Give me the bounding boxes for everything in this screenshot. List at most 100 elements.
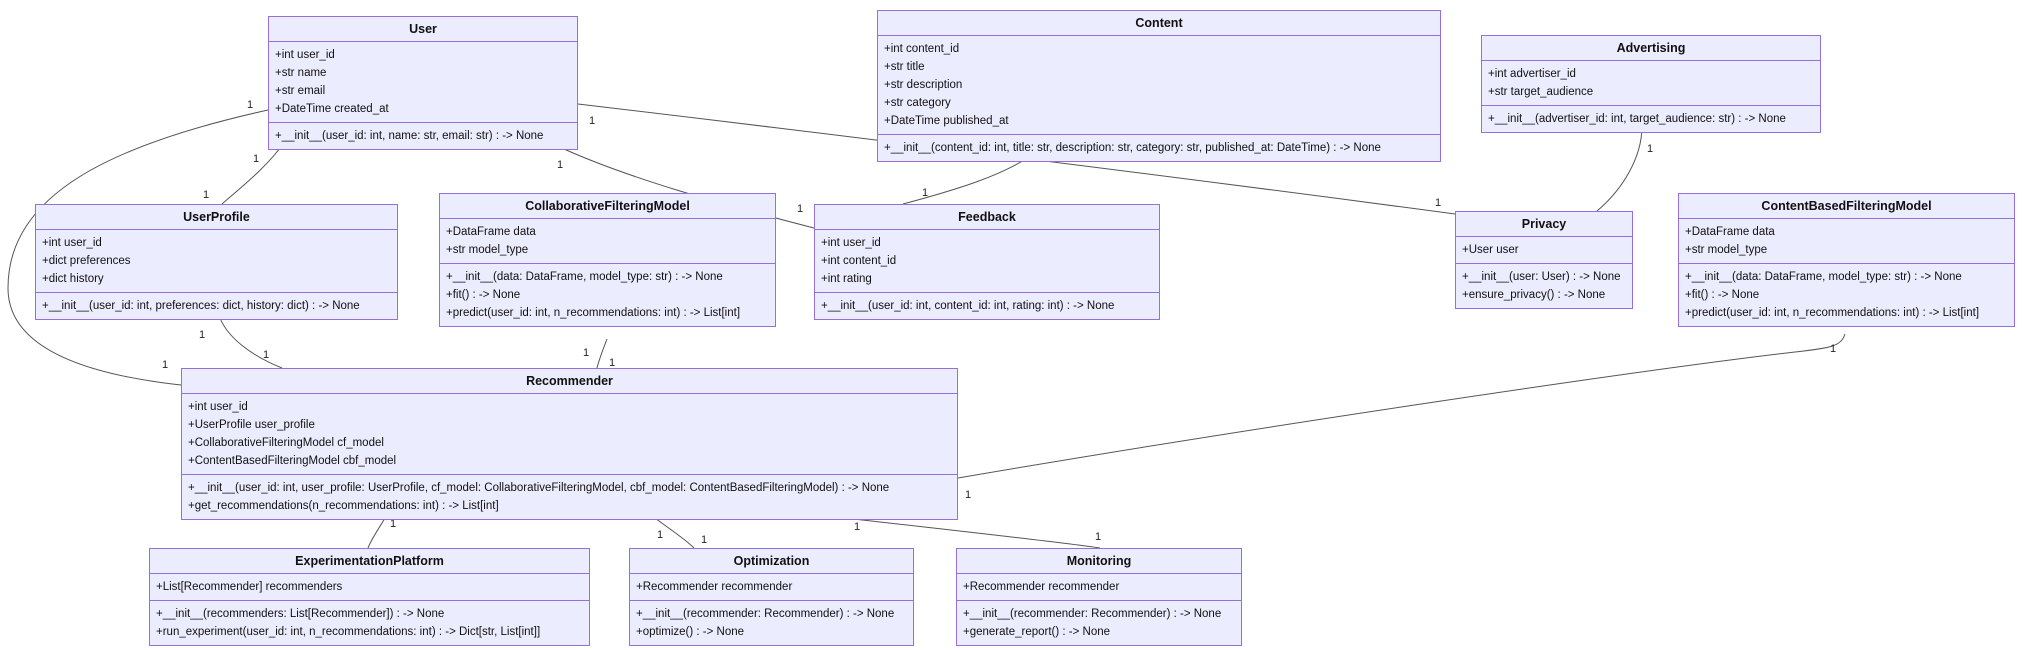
member-row: +get_recommendations(n_recommendations: … — [188, 500, 499, 512]
member-row: +predict(user_id: int, n_recommendations… — [1685, 307, 1980, 319]
class-box-collaborativefilteringmodel: CollaborativeFilteringModel +DataFrame d… — [439, 193, 776, 327]
edge-userprofile-recommender — [219, 317, 283, 369]
class-attributes: +DataFrame data+str model_type — [440, 219, 775, 264]
class-attributes: +int user_id+str name+str email+DateTime… — [269, 42, 577, 123]
class-title: ExperimentationPlatform — [150, 549, 589, 574]
member-row: +str email — [275, 85, 326, 97]
class-title: Privacy — [1456, 212, 1632, 237]
class-box-recommender: Recommender +int user_id +UserProfile use… — [181, 368, 958, 520]
class-box-feedback: Feedback +int user_id+int content_id+int… — [814, 204, 1160, 320]
class-attributes: +Recommender recommender — [630, 574, 913, 601]
member-row: +ensure_privacy() : -> None — [1462, 289, 1606, 301]
member-row: +__init__(advertiser_id: int, target_aud… — [1488, 113, 1786, 125]
member-row: +str model_type — [446, 244, 529, 256]
member-row: +int content_id — [884, 43, 960, 55]
member-row: +List[Recommender] recommenders — [156, 581, 343, 593]
edge-user-feedback — [552, 143, 815, 229]
class-attributes: +int user_id+int content_id+int rating — [815, 230, 1159, 293]
member-row: +__init__(user_id: int, content_id: int,… — [821, 300, 1115, 312]
member-row: +int user_id — [42, 237, 102, 249]
multiplicity-label: 1 — [1095, 531, 1101, 543]
class-title: Monitoring — [957, 549, 1241, 574]
class-box-contentbasedfilteringmodel: ContentBasedFilteringModel +DataFrame da… — [1678, 193, 2015, 327]
multiplicity-label: 1 — [1647, 143, 1653, 155]
multiplicity-label: 1 — [701, 534, 707, 546]
member-row: +Recommender recommender — [636, 581, 793, 593]
class-methods: +__init__(recommender: Recommender) : ->… — [630, 601, 913, 645]
member-row: +int advertiser_id — [1488, 68, 1576, 80]
class-methods: +__init__(recommender: Recommender) : ->… — [957, 601, 1241, 645]
multiplicity-label: 1 — [797, 203, 803, 215]
class-methods: +__init__(recommenders: List[Recommender… — [150, 601, 589, 645]
member-row: +__init__(user: User) : -> None — [1462, 271, 1621, 283]
member-row: +ContentBasedFilteringModel cbf_model — [188, 455, 397, 467]
member-row: +DateTime created_at — [275, 103, 389, 115]
member-row: +__init__(user_id: int, user_profile: Us… — [188, 482, 890, 494]
member-row: +int user_id — [188, 401, 248, 413]
multiplicity-label: 1 — [162, 359, 168, 371]
class-box-user: User +int user_id+str name+str email+Dat… — [268, 16, 578, 150]
member-row: +__init__(recommender: Recommender) : ->… — [963, 608, 1222, 620]
class-box-optimization: Optimization +Recommender recommender +_… — [629, 548, 914, 646]
member-row: +str model_type — [1685, 244, 1768, 256]
class-title: CollaborativeFilteringModel — [440, 194, 775, 219]
member-row: +__init__(content_id: int, title: str, d… — [884, 142, 1381, 154]
member-row: +str description — [884, 79, 963, 91]
class-title: Optimization — [630, 549, 913, 574]
member-row: +User user — [1462, 244, 1519, 256]
multiplicity-label: 1 — [390, 518, 396, 530]
member-row: +fit() : -> None — [446, 289, 521, 301]
class-attributes: +int content_id+str title+str descriptio… — [878, 36, 1440, 135]
class-attributes: +int user_id+dict preferences+dict histo… — [36, 230, 397, 293]
edge-user-userprofile — [221, 143, 284, 205]
member-row: +UserProfile user_profile — [188, 419, 315, 431]
member-row: +int rating — [821, 273, 872, 285]
class-title: Advertising — [1482, 36, 1820, 61]
member-row: +DataFrame data — [1685, 226, 1775, 238]
class-box-experimentationplatform: ExperimentationPlatform +List[Recommende… — [149, 548, 590, 646]
member-row: +str target_audience — [1488, 86, 1594, 98]
class-methods: +__init__(advertiser_id: int, target_aud… — [1482, 106, 1820, 132]
member-row: +fit() : -> None — [1685, 289, 1760, 301]
member-row: +__init__(data: DataFrame, model_type: s… — [446, 271, 723, 283]
member-row: +int content_id — [821, 255, 897, 267]
member-row: +DateTime published_at — [884, 115, 1009, 127]
multiplicity-label: 1 — [854, 521, 860, 533]
multiplicity-label: 1 — [1435, 197, 1441, 209]
multiplicity-label: 1 — [263, 349, 269, 361]
class-attributes: +User user — [1456, 237, 1632, 264]
class-box-content: Content +int content_id+str title+str de… — [877, 10, 1441, 162]
member-row: +run_experiment(user_id: int, n_recommen… — [156, 626, 541, 638]
class-attributes: +int advertiser_id +str target_audience — [1482, 61, 1820, 106]
edge-user-recommender — [7, 109, 269, 386]
class-title: User — [269, 17, 577, 42]
member-row: +CollaborativeFilteringModel cf_model — [188, 437, 384, 449]
class-title: Content — [878, 11, 1440, 36]
member-row: +__init__(recommenders: List[Recommender… — [156, 608, 445, 620]
class-methods: +__init__(content_id: int, title: str, d… — [878, 135, 1440, 161]
multiplicity-label: 1 — [609, 357, 615, 369]
class-methods: +__init__(data: DataFrame, model_type: s… — [440, 264, 775, 326]
class-box-monitoring: Monitoring +Recommender recommender +__i… — [956, 548, 1242, 646]
multiplicity-label: 1 — [203, 189, 209, 201]
member-row: +predict(user_id: int, n_recommendations… — [446, 307, 741, 319]
member-row: +Recommender recommender — [963, 581, 1120, 593]
member-row: +generate_report() : -> None — [963, 626, 1111, 638]
class-attributes: +Recommender recommender — [957, 574, 1241, 601]
member-row: +__init__(data: DataFrame, model_type: s… — [1685, 271, 1962, 283]
class-attributes: +int user_id +UserProfile user_profile +Co… — [182, 394, 957, 475]
class-methods: +__init__(user_id: int, preferences: dic… — [36, 293, 397, 319]
multiplicity-label: 1 — [583, 347, 589, 359]
multiplicity-label: 1 — [247, 99, 253, 111]
class-title: Recommender — [182, 369, 957, 394]
member-row: +dict history — [42, 273, 104, 285]
class-attributes: +DataFrame data +str model_type — [1679, 219, 2014, 264]
multiplicity-label: 1 — [657, 529, 663, 541]
class-methods: +__init__(user: User) : -> None +ensure_p… — [1456, 264, 1632, 308]
multiplicity-label: 1 — [589, 115, 595, 127]
member-row: +__init__(recommender: Recommender) : ->… — [636, 608, 895, 620]
member-row: +__init__(user_id: int, name: str, email… — [275, 130, 544, 142]
edge-recommender-experimentationplatform — [367, 517, 386, 549]
multiplicity-label: 1 — [557, 159, 563, 171]
